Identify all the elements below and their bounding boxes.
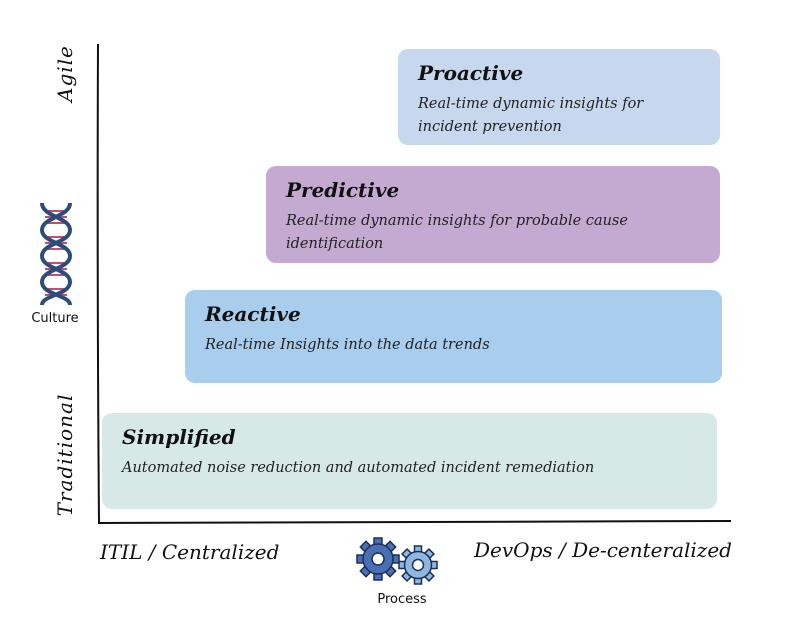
band-proactive: Proactive Real-time dynamic insights for… (398, 49, 720, 145)
band-description: Real-time dynamic insights for probable … (286, 213, 628, 252)
band-title: Simplified (122, 425, 236, 449)
dna-strand-b (39, 203, 73, 305)
dna-icon (39, 203, 73, 305)
band-simplified: Simplified Automated noise reduction and… (102, 413, 717, 509)
process-label: Process (377, 592, 427, 607)
y-axis-line (96, 43, 100, 524)
y-axis-bottom-label: Traditional (53, 393, 77, 517)
dna-strand-a (39, 203, 73, 305)
band-description: Real-time Insights into the data trends (205, 337, 490, 353)
y-axis-top-label: Agile (53, 45, 77, 102)
culture-label: Culture (31, 311, 79, 326)
band-description: Real-time dynamic insights for incident … (418, 96, 644, 135)
band-title: Reactive (205, 302, 301, 326)
band-description: Automated noise reduction and automated … (122, 460, 595, 476)
dna-rungs (45, 210, 67, 296)
band-reactive: Reactive Real-time Insights into the dat… (185, 290, 722, 383)
x-axis-left-label: ITIL / Centralized (100, 540, 280, 564)
band-predictive: Predictive Real-time dynamic insights fo… (266, 166, 720, 263)
band-title: Proactive (418, 61, 524, 85)
gear-small (398, 545, 438, 585)
band-title: Predictive (286, 178, 400, 202)
gear-large (356, 537, 400, 581)
x-axis-line (97, 520, 732, 524)
x-axis-right-label: DevOps / De-centeralized (474, 538, 732, 562)
gears-icon (356, 537, 438, 585)
